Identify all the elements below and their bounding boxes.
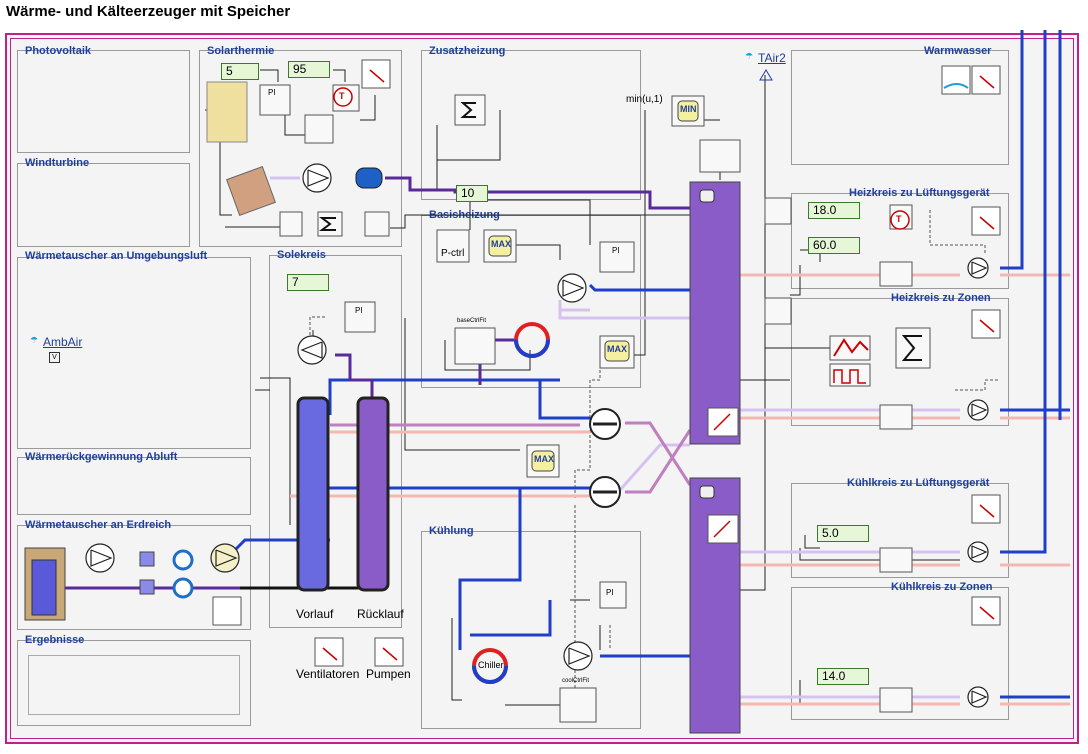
- vorlauf-label: Vorlauf: [296, 607, 334, 621]
- max-block-label-basis-2[interactable]: MAX: [607, 344, 627, 354]
- heiz-lueft-value-field[interactable]: 60.0: [808, 237, 860, 254]
- sole-value-field[interactable]: 7: [287, 274, 329, 291]
- zusatzheizung-label: Zusatzheizung: [429, 45, 506, 57]
- kuehl-lueft-value-field[interactable]: 5.0: [817, 525, 869, 542]
- ambair-link[interactable]: AmbAir: [43, 335, 83, 349]
- diagram-inner-frame: [10, 38, 1074, 739]
- ergebnisse-label: Ergebnisse: [25, 634, 85, 646]
- gauges: [212, 59, 1001, 667]
- pumpen-label: Pumpen: [366, 667, 411, 681]
- tair2-icon[interactable]: ☂: [745, 51, 754, 61]
- zusatz-value-field[interactable]: 10: [456, 185, 488, 202]
- basectrl-label: baseCtrlFit: [457, 318, 487, 324]
- page-title: Wärme- und Kälteerzeuger mit Speicher: [6, 3, 291, 20]
- pipes-blue: [233, 30, 1070, 699]
- ground-connectors: [172, 549, 194, 599]
- solarthermie-label: Solarthermie: [207, 45, 275, 57]
- max-block-label-mid[interactable]: MAX: [534, 454, 554, 464]
- max-block-label-basis[interactable]: MAX: [491, 239, 511, 249]
- ruecklauf-tank: [356, 396, 390, 592]
- heat-exchangers: [589, 408, 621, 508]
- waermetauscher-luft-box[interactable]: [17, 257, 251, 449]
- pi-label-sole: PI: [355, 306, 363, 315]
- ruecklauf-label: Rücklauf: [357, 607, 404, 621]
- solekreis-label: Solekreis: [277, 249, 326, 261]
- windturbine-box[interactable]: [17, 163, 190, 247]
- t-sensor-solar: T: [339, 91, 345, 101]
- pi-label-basis: PI: [612, 246, 620, 255]
- kuehlkreis-lueftung-label: Kühlkreis zu Lüftungsgerät: [847, 477, 990, 489]
- waermetauscher-erdreich-label: Wärmetauscher an Erdreich: [25, 519, 172, 531]
- tair2-link[interactable]: TAir2: [758, 51, 786, 65]
- pi-label-kuehl: PI: [606, 588, 614, 597]
- heizkreis-zonen-label: Heizkreis zu Zonen: [891, 292, 991, 304]
- min-expression-label: min(u,1): [626, 94, 663, 105]
- vorlauf-tank: [296, 396, 330, 592]
- ergebnisse-inner: [28, 655, 240, 715]
- kuehlkreis-zonen-label: Kühlkreis zu Zonen: [891, 581, 993, 593]
- waermerueckgewinnung-label: Wärmerückgewinnung Abluft: [25, 451, 178, 463]
- waermetauscher-luft-label: Wärmetauscher an Umgebungsluft: [25, 250, 208, 262]
- coolctrl-label: coolCtrlFit: [562, 678, 590, 684]
- solar-min-field[interactable]: 5: [221, 63, 259, 80]
- ambair-icon[interactable]: ☂: [30, 335, 39, 345]
- photovoltaik-label: Photovoltaik: [25, 45, 92, 57]
- heiz-lueft-set-field[interactable]: 18.0: [808, 202, 860, 219]
- heizkreis-lueftung-label: Heizkreis zu Lüftungsgerät: [849, 187, 990, 199]
- pi-label-solar: PI: [268, 88, 276, 97]
- storage-tank-heat: [689, 181, 741, 445]
- min-block-label[interactable]: MIN: [680, 104, 697, 114]
- windturbine-label: Windturbine: [25, 157, 90, 169]
- t-sensor-heiz: T: [896, 214, 902, 224]
- ambair-checkbox[interactable]: V: [49, 352, 60, 363]
- pctrl-label[interactable]: P-ctrl: [441, 248, 465, 259]
- kuehlung-label: Kühlung: [429, 525, 474, 537]
- warmwasser-label: Warmwasser: [924, 45, 992, 57]
- kuehl-zonen-value-field[interactable]: 14.0: [817, 668, 869, 685]
- solar-max-field[interactable]: 95: [288, 61, 330, 78]
- chiller-label[interactable]: Chiller: [478, 660, 504, 670]
- kuehlung-box[interactable]: [421, 531, 641, 729]
- waermerueckgewinnung-box[interactable]: [17, 457, 251, 515]
- photovoltaik-box[interactable]: [17, 50, 190, 153]
- ventilatoren-label: Ventilatoren: [296, 667, 360, 681]
